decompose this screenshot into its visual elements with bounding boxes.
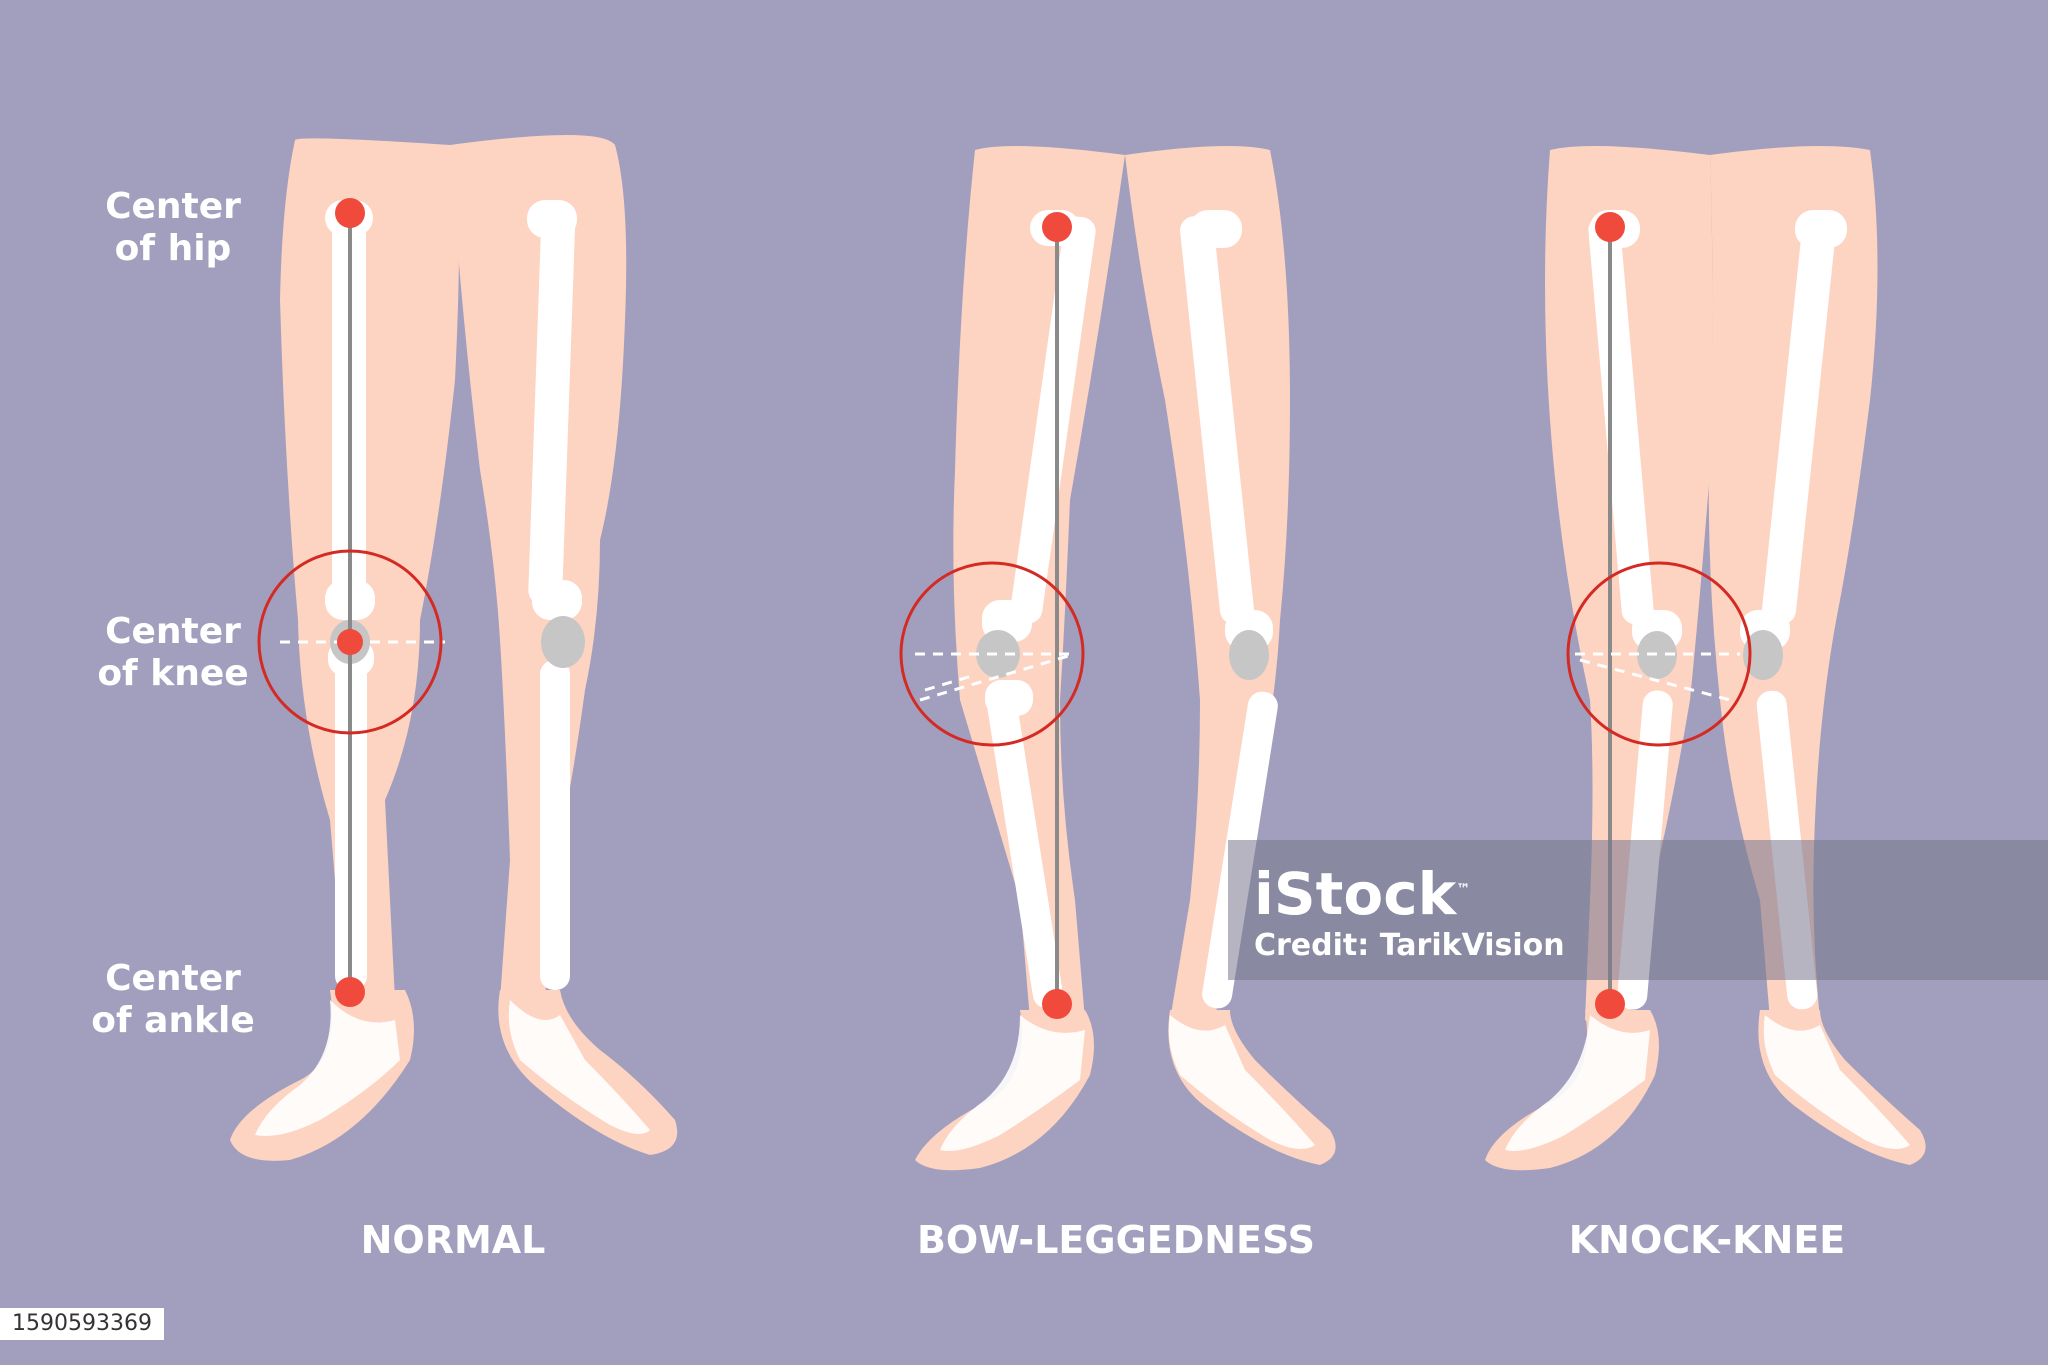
knock-knee-highlight-circle	[1566, 561, 1752, 747]
caption-normal: NORMAL	[360, 1218, 546, 1262]
normal-knee-highlight-circle	[257, 549, 443, 735]
normal-left-tibia	[540, 660, 570, 990]
watermark-credit: Credit: TarikVision	[1254, 928, 1565, 963]
caption-knock-knee: KNOCK-KNEE	[1568, 1218, 1846, 1262]
normal-hip-marker	[335, 198, 365, 228]
label-hip-line2: of hip	[114, 228, 232, 269]
bow-legs-figure	[899, 146, 1336, 1171]
normal-legs-figure	[230, 135, 678, 1161]
istock-watermark: iStock™ Credit: TarikVision	[1228, 840, 2048, 980]
label-center-of-ankle: Center of ankle	[73, 958, 273, 1042]
normal-left-kneecap	[541, 616, 585, 668]
bow-left-kneecap	[1229, 630, 1269, 680]
label-ankle-line2: of ankle	[91, 1000, 255, 1041]
trademark-symbol: ™	[1456, 881, 1471, 898]
label-knee-line2: of knee	[97, 653, 249, 694]
bow-left-femur	[1180, 215, 1254, 625]
bow-right-tibia	[987, 691, 1063, 1009]
bow-ankle-marker	[1042, 989, 1072, 1019]
label-center-of-knee: Center of knee	[73, 611, 273, 695]
label-ankle-line1: Center	[105, 958, 241, 999]
knock-left-kneecap	[1743, 630, 1783, 680]
istock-logo-text: iStock	[1254, 860, 1457, 928]
bow-hip-marker	[1042, 212, 1072, 242]
knock-knee-figure	[1485, 146, 1926, 1171]
normal-knee-marker	[337, 629, 363, 655]
bow-right-kneecap	[976, 630, 1020, 678]
istock-logo: iStock™	[1254, 860, 1470, 928]
caption-bow-leggedness: BOW-LEGGEDNESS	[916, 1218, 1316, 1262]
normal-ankle-marker	[335, 977, 365, 1007]
bow-right-femur	[1010, 216, 1096, 624]
normal-left-femur	[528, 205, 576, 605]
label-knee-line1: Center	[105, 611, 241, 652]
label-center-of-hip: Center of hip	[73, 186, 273, 270]
knock-left-femur	[1762, 215, 1836, 625]
knock-hip-marker	[1595, 212, 1625, 242]
stock-id-badge: 1590593369	[0, 1308, 164, 1340]
knock-ankle-marker	[1595, 989, 1625, 1019]
knock-right-femur	[1588, 215, 1654, 625]
bow-knee-highlight-circle	[899, 561, 1085, 747]
normal-right-leg	[280, 138, 459, 1006]
label-hip-line1: Center	[105, 186, 241, 227]
